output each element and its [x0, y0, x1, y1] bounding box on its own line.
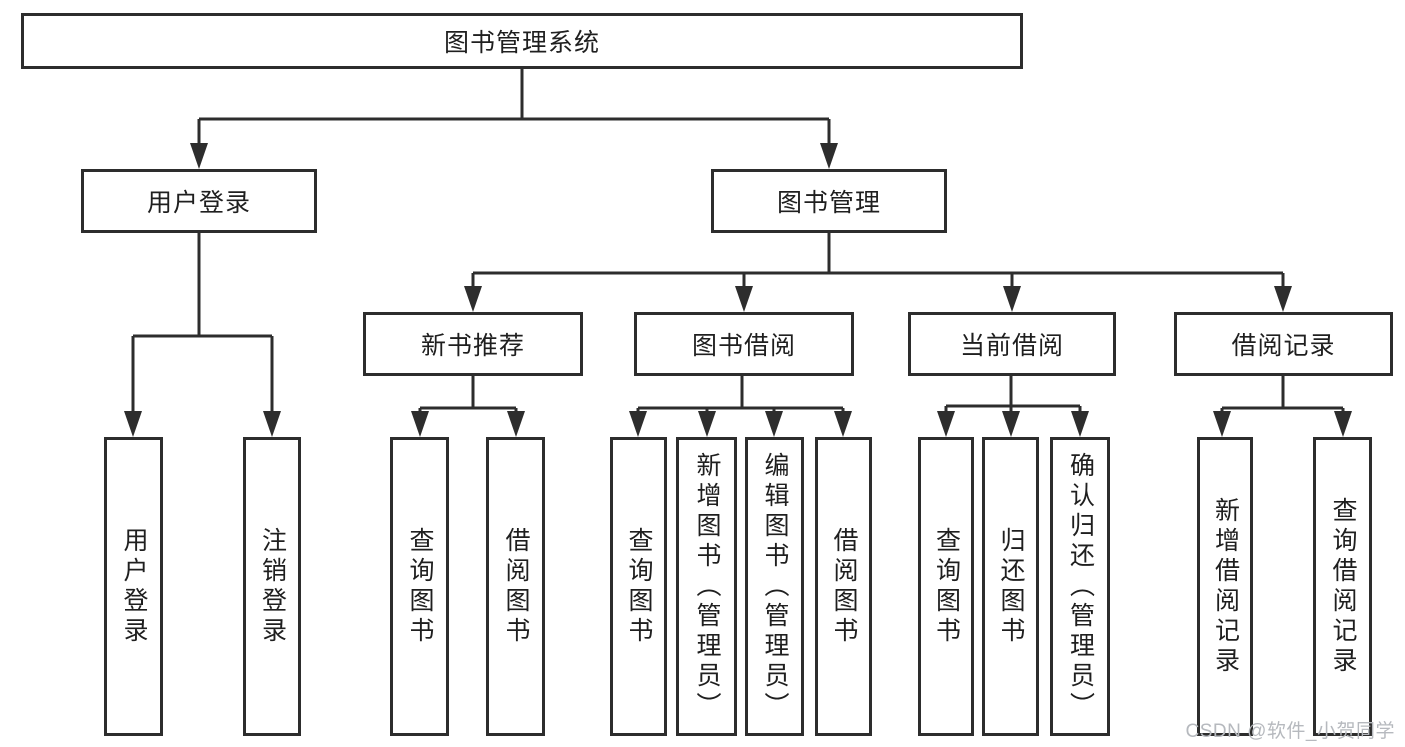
leaf-query-books-recommend: 查询图书	[390, 437, 449, 736]
node-label: 查询借阅记录	[1329, 496, 1357, 677]
node-library-management-system: 图书管理系统	[21, 13, 1023, 69]
node-label: 查询图书	[625, 526, 653, 647]
node-label: 借阅图书	[502, 526, 530, 647]
leaf-confirm-return-admin: 确认归还（管理员）	[1050, 437, 1110, 736]
node-label: 新增图书（管理员）	[693, 451, 721, 722]
leaf-borrow-books: 借阅图书	[815, 437, 872, 736]
node-label: 借阅记录	[1231, 332, 1336, 360]
node-label: 图书借阅	[691, 332, 796, 360]
leaf-borrow-books-recommend: 借阅图书	[486, 437, 545, 736]
node-label: 确认归还（管理员）	[1066, 451, 1095, 722]
node-label: 归还图书	[997, 526, 1025, 647]
node-label: 查询图书	[406, 526, 434, 647]
node-label: 查询图书	[932, 526, 961, 647]
csdn-watermark: CSDN @软件_小贺同学	[1185, 721, 1395, 742]
node-label: 注销登录	[258, 526, 287, 647]
node-label: 借阅图书	[830, 526, 858, 647]
node-book-management: 图书管理	[711, 169, 947, 233]
node-label: 图书管理系统	[443, 29, 600, 57]
leaf-query-books-current: 查询图书	[918, 437, 974, 736]
leaf-return-books: 归还图书	[982, 437, 1039, 736]
node-user-login: 用户登录	[81, 169, 317, 233]
node-label: 用户登录	[146, 189, 251, 217]
leaf-query-borrow-record: 查询借阅记录	[1313, 437, 1372, 736]
node-label: 图书管理	[776, 189, 881, 217]
node-current-borrow: 当前借阅	[908, 312, 1116, 376]
node-label: 当前借阅	[959, 332, 1064, 360]
leaf-add-borrow-record: 新增借阅记录	[1197, 437, 1253, 736]
leaf-user-login: 用户登录	[104, 437, 163, 736]
leaf-add-books-admin: 新增图书（管理员）	[676, 437, 737, 736]
node-new-book-recommend: 新书推荐	[363, 312, 583, 376]
leaf-query-books-borrow: 查询图书	[610, 437, 667, 736]
node-label: 编辑图书（管理员）	[761, 451, 789, 722]
leaf-logout: 注销登录	[243, 437, 301, 736]
node-book-borrow: 图书借阅	[634, 312, 854, 376]
node-borrow-records: 借阅记录	[1174, 312, 1393, 376]
node-label: 新增借阅记录	[1211, 496, 1240, 677]
leaf-edit-books-admin: 编辑图书（管理员）	[745, 437, 804, 736]
node-label: 用户登录	[120, 526, 148, 647]
node-label: 新书推荐	[420, 332, 525, 360]
arrowheads	[124, 143, 1352, 437]
